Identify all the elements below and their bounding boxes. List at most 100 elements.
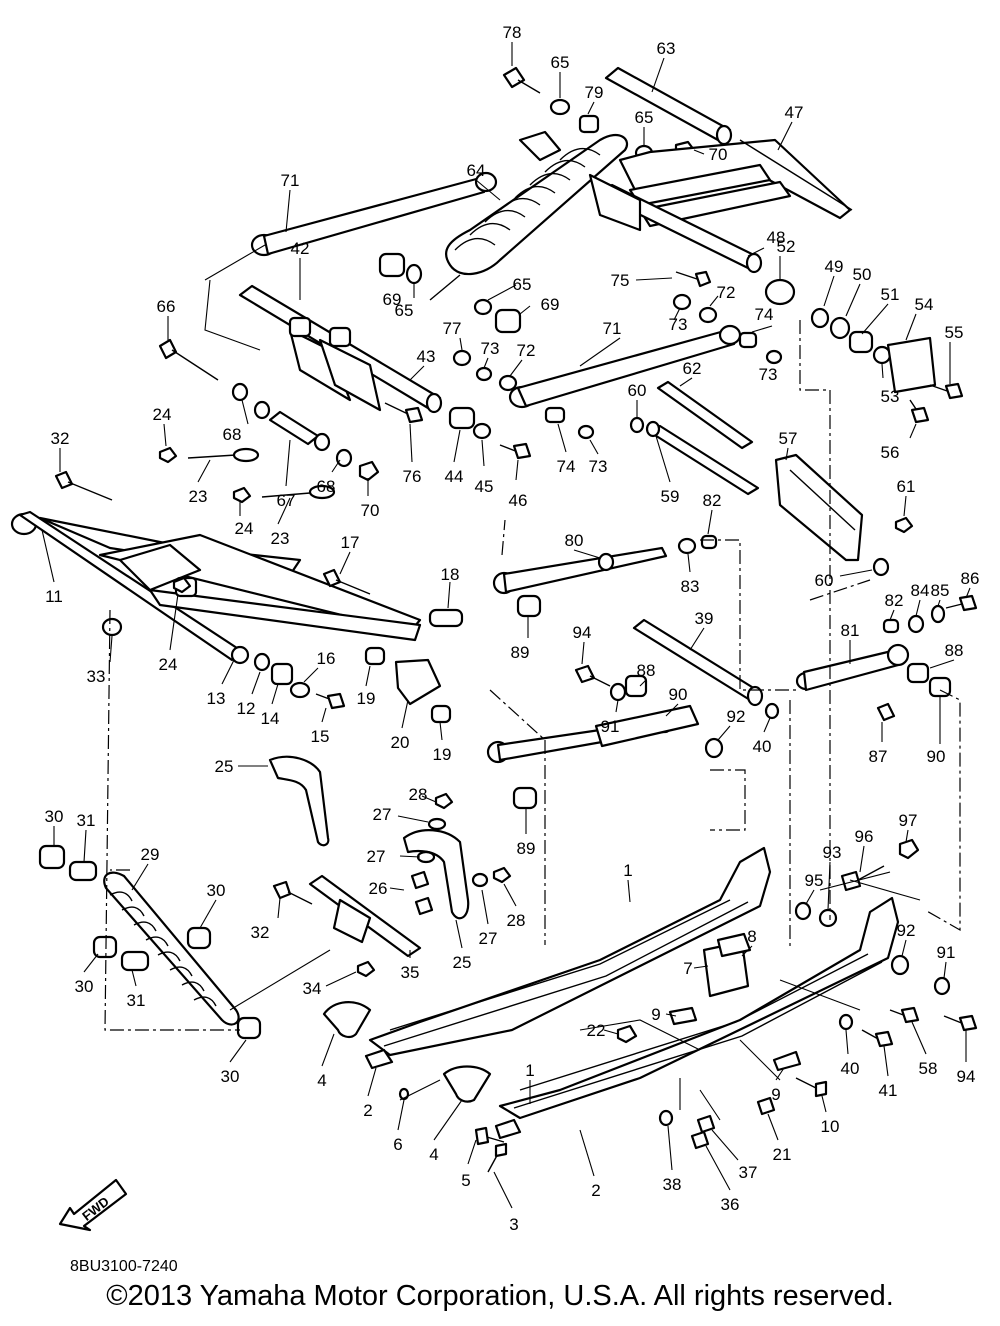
callout-28b: 28	[507, 911, 526, 930]
callout-32a: 32	[51, 429, 70, 448]
rail-1-upper	[368, 846, 772, 1057]
strap-25-upper	[268, 755, 330, 847]
callout-46: 46	[509, 491, 528, 510]
washer-65-center	[473, 298, 493, 316]
bolt-58	[889, 1006, 920, 1024]
callout-88b: 88	[945, 641, 964, 660]
washer-27-mid	[416, 850, 436, 864]
collar-31-bottom	[120, 950, 150, 972]
bolt-94-bottom	[943, 1014, 978, 1032]
callout-68b: 68	[317, 477, 336, 496]
callout-75: 75	[611, 271, 630, 290]
callout-79: 79	[585, 83, 604, 102]
callout-30a: 30	[45, 807, 64, 826]
bolt-41	[861, 1029, 894, 1048]
callout-19b: 19	[433, 745, 452, 764]
callout-26: 26	[369, 879, 388, 898]
callout-31a: 31	[77, 811, 96, 830]
callout-89b: 89	[517, 839, 536, 858]
callout-17: 17	[341, 533, 360, 552]
bushing-19-top	[364, 646, 386, 666]
bolt-66	[158, 338, 219, 381]
rail-1-lower	[498, 896, 900, 1120]
callout-22: 22	[587, 1021, 606, 1040]
bolt-56	[909, 399, 930, 424]
washer-84	[907, 614, 925, 634]
callout-83: 83	[681, 577, 700, 596]
callout-23a: 23	[189, 487, 208, 506]
callout-91a: 91	[601, 717, 620, 736]
callout-40b: 40	[841, 1059, 860, 1078]
bushing-69-center	[494, 308, 522, 334]
callout-13: 13	[207, 689, 226, 708]
bracket-20	[394, 658, 442, 706]
callout-20: 20	[391, 733, 410, 752]
callout-28a: 28	[409, 785, 428, 804]
bolt-21	[756, 1096, 776, 1116]
bolt-46	[499, 442, 532, 460]
callout-11: 11	[45, 587, 63, 606]
callout-25a: 25	[215, 757, 234, 776]
bolt-55	[929, 382, 964, 400]
callout-9b: 9	[771, 1085, 780, 1104]
callout-42: 42	[291, 239, 310, 258]
bushing-88-right	[906, 662, 930, 684]
callout-43: 43	[417, 347, 436, 366]
callout-49: 49	[825, 257, 844, 276]
callout-31b: 31	[127, 991, 146, 1010]
plate-54	[886, 336, 937, 394]
washer-92-top	[704, 737, 724, 759]
washer-91-top	[609, 682, 627, 702]
bolt-96	[840, 865, 885, 892]
callout-70a: 70	[709, 145, 728, 164]
callout-94a: 94	[573, 623, 592, 642]
ski-2-lower	[494, 1118, 522, 1140]
callout-73d: 73	[589, 457, 608, 476]
callout-23b: 23	[271, 529, 290, 548]
bushing-89-top	[516, 594, 542, 618]
nut-34	[356, 960, 376, 978]
callout-81: 81	[841, 621, 860, 640]
bushing-14	[270, 662, 294, 686]
nut-24-lower	[172, 576, 192, 594]
callout-55: 55	[945, 323, 964, 342]
callout-82a: 82	[703, 491, 722, 510]
callout-56: 56	[881, 443, 900, 462]
strap-25-lower	[402, 829, 470, 920]
rear-arm-47	[618, 138, 853, 228]
callout-69a: 69	[383, 290, 402, 309]
collar-52	[764, 278, 796, 306]
nut-70-center	[358, 460, 380, 482]
callout-14: 14	[261, 709, 280, 728]
link-71-upper	[250, 171, 498, 257]
callout-65a: 65	[551, 53, 570, 72]
washer-27-top	[427, 817, 447, 831]
bushing-30-bottom	[236, 1016, 262, 1040]
callout-86: 86	[961, 569, 980, 588]
callout-45: 45	[475, 477, 494, 496]
bracket-7-8	[702, 932, 752, 998]
rod-80	[492, 546, 668, 595]
washer-16	[289, 681, 311, 699]
callout-67: 67	[277, 491, 296, 510]
callout-24c: 24	[159, 655, 178, 674]
nut-77	[452, 349, 472, 367]
washer-92-bottom	[890, 954, 910, 976]
callout-47: 47	[785, 103, 804, 122]
callout-88a: 88	[637, 661, 656, 680]
parts-artwork	[10, 66, 978, 1173]
callout-60a: 60	[628, 381, 647, 400]
washer-68-d	[335, 448, 353, 468]
bushing-51	[848, 330, 874, 354]
callout-59: 59	[661, 487, 680, 506]
callout-71a: 71	[281, 171, 300, 190]
shaft-39	[632, 618, 764, 707]
callout-97: 97	[899, 811, 918, 830]
callout-19a: 19	[357, 689, 376, 708]
washer-85	[930, 604, 946, 624]
callout-52: 52	[777, 237, 796, 256]
callout-90b: 90	[927, 747, 946, 766]
washer-49	[810, 307, 830, 329]
washer-68-a	[231, 382, 249, 402]
callout-62: 62	[683, 359, 702, 378]
